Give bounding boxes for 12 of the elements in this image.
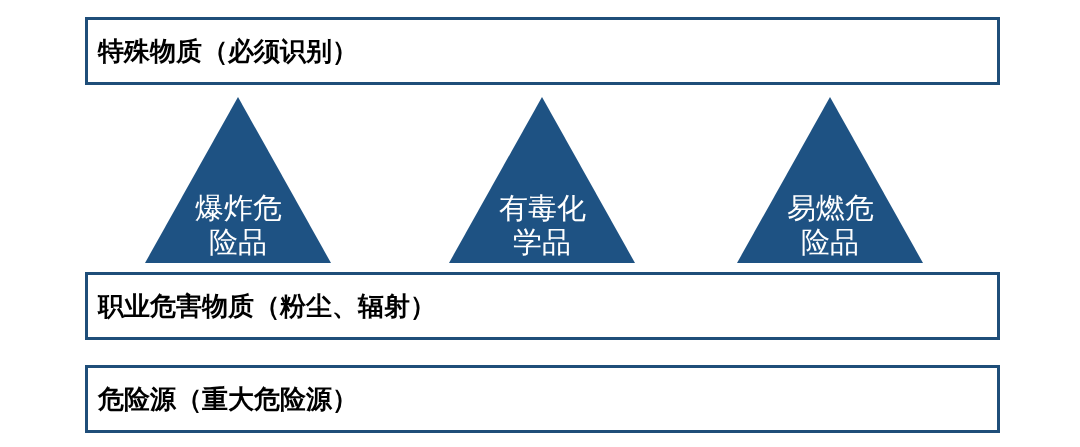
category-box	[85, 17, 1000, 85]
box-label: 职业危害物质（粉尘、辐射）	[98, 289, 436, 323]
category-box	[85, 272, 1000, 340]
box-label: 危险源（重大危险源）	[98, 382, 358, 416]
hazard-triangle	[145, 97, 331, 263]
hazard-triangle	[737, 97, 923, 263]
box-label: 特殊物质（必须识别）	[98, 34, 358, 68]
hazard-triangle	[449, 97, 635, 263]
category-box	[85, 365, 1000, 433]
triangle-label: 有毒化学品	[498, 192, 586, 259]
triangle-label: 爆炸危险品	[194, 192, 282, 259]
triangle-label: 易燃危险品	[786, 192, 874, 259]
